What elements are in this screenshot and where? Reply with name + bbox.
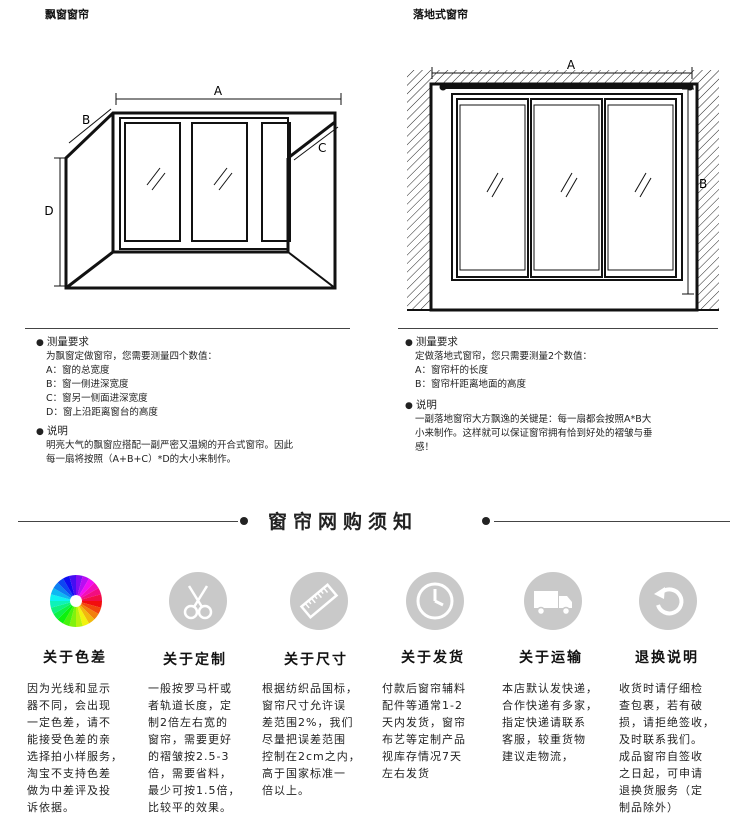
bay-explain-head: 说明 <box>46 425 68 437</box>
floor-explain-line: 感！ <box>415 442 435 453</box>
bay-window-diagram: A B C D <box>44 84 342 290</box>
ruler-icon <box>290 572 348 630</box>
notice-title: 窗帘网购须知 <box>268 511 419 533</box>
clock-icon <box>406 572 464 630</box>
floor-measure-item: B：窗帘杆距离地面的高度 <box>415 379 527 390</box>
floor-notes: ● 测量要求 定做落地式窗帘，您只需要测量2个数值： A：窗帘杆的长度 B：窗帘… <box>405 335 725 455</box>
column-text-custom: 一般按罗马杆或 者轨道长度，定 制2倍左右宽的 窗帘，需要更好 的褶皱按2.5-… <box>148 682 241 814</box>
bay-measure-item: D：窗上沿距离窗台的高度 <box>46 407 158 418</box>
bay-measure-head: 测量要求 <box>46 336 89 348</box>
bay-window-title: 飘窗窗帘 <box>45 8 89 21</box>
floor-explain-line: 小来制作。这样就可以保证窗帘拥有恰到好处的褶皱与垂 <box>415 428 653 439</box>
bay-divider <box>25 328 350 329</box>
floor-explain-line: 一副落地窗帘大方飘逸的关键是：每一扇都会按照A*B大 <box>415 414 652 425</box>
bay-measure-item: C：窗另一侧面进深宽度 <box>46 393 148 404</box>
bay-explain-line: 每一扇将按照（A+B+C）*D的大小来制作。 <box>46 454 237 465</box>
floor-measure-head: 测量要求 <box>415 336 458 348</box>
label-d: D <box>44 204 53 218</box>
color-wheel-icon <box>50 575 102 627</box>
column-text-transport: 本店默认发快递， 合作快递有多家， 指定快递请联系 客服，较重货物 建议走物流， <box>502 682 598 763</box>
column-title-color: 关于色差 <box>43 650 107 666</box>
column-text-size: 根据纺织品国标， 窗帘尺寸允许误 差范围2%，我们 尽量把误差范围 控制在2cm… <box>262 682 361 797</box>
notice-right-dot <box>482 517 490 525</box>
column-title-size: 关于尺寸 <box>284 652 348 668</box>
bay-measure-item: A：窗的总宽度 <box>46 365 110 376</box>
column-title-shipping: 关于发货 <box>401 650 465 666</box>
column-text-return: 收货时请仔细检 查包裹，若有破 损，请拒绝签收， 及时联系我们。 成品窗帘自签收… <box>619 682 715 814</box>
bay-measure-item: B：窗一侧进深宽度 <box>46 379 129 390</box>
floor-window-title: 落地式窗帘 <box>413 8 468 21</box>
bay-explain-line: 明亮大气的飘窗应搭配一副严密又温婉的开合式窗帘。因此 <box>46 440 294 451</box>
floor-measure-intro: 定做落地式窗帘，您只需要测量2个数值： <box>415 351 593 362</box>
column-text-color: 因为光线和显示 器不同，会出现 一定色差，请不 能接受色差的亲 选择拍小样服务，… <box>27 682 123 814</box>
bay-notes: ● 测量要求 为飘窗定做窗帘，您需要测量四个数值： A：窗的总宽度 B：窗一侧进… <box>36 335 356 467</box>
notice-right-line <box>494 521 730 522</box>
label-b: B <box>82 113 90 127</box>
column-title-transport: 关于运输 <box>519 650 583 666</box>
column-title-custom: 关于定制 <box>163 652 227 668</box>
column-text-shipping: 付款后窗帘辅料 配件等通常1-2 天内发货，窗帘 布艺等定制产品 视库存情况7天… <box>382 682 466 780</box>
return-arrow-icon <box>639 572 697 630</box>
label-b: B <box>699 177 707 191</box>
floor-measure-item: A：窗帘杆的长度 <box>415 365 488 376</box>
scissors-icon <box>169 572 227 630</box>
label-c: C <box>318 141 326 155</box>
label-a: A <box>567 58 576 72</box>
bay-measure-intro: 为飘窗定做窗帘，您需要测量四个数值： <box>46 351 218 362</box>
notice-left-dot <box>240 517 248 525</box>
truck-icon <box>524 572 582 630</box>
label-a: A <box>214 84 223 98</box>
notice-left-line <box>18 521 238 522</box>
floor-explain-head: 说明 <box>415 399 437 411</box>
floor-divider <box>398 328 718 329</box>
column-title-return: 退换说明 <box>635 650 699 666</box>
floor-window-diagram: A B <box>407 58 719 312</box>
